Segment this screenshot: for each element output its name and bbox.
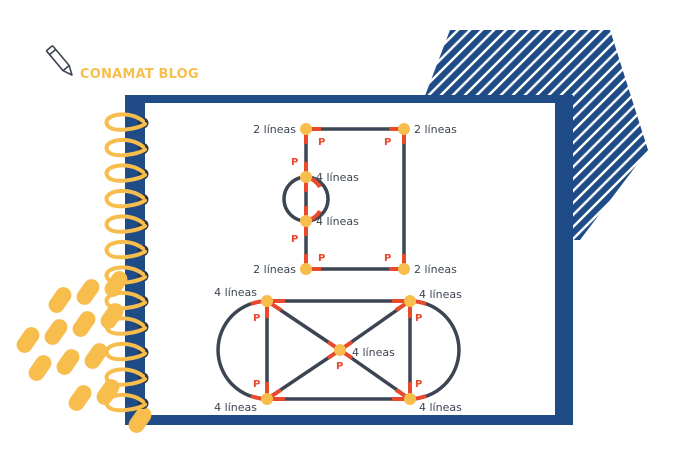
bottom-diagram-nodes xyxy=(261,295,416,405)
spiral-ring xyxy=(104,392,147,413)
p-marker: P xyxy=(415,379,422,390)
bottom-diagram-p-markers: P P P P P xyxy=(253,313,422,390)
vertex xyxy=(261,393,273,405)
top-diagram-nodes xyxy=(300,123,410,275)
stripe xyxy=(676,20,680,250)
vertex xyxy=(334,344,346,356)
vertex xyxy=(404,295,416,307)
vertex-label: 4 líneas xyxy=(214,286,257,299)
spiral-ring xyxy=(104,341,147,362)
spiral-ring xyxy=(104,137,147,158)
vertex-label: 4 líneas xyxy=(316,215,359,228)
stripe xyxy=(664,20,680,250)
p-marker: P xyxy=(384,253,391,264)
spiral-ring xyxy=(104,265,147,285)
vertex-label: 4 líneas xyxy=(214,401,257,414)
pencil-icon xyxy=(45,45,73,76)
spiral-binding xyxy=(104,112,149,413)
spiral-ring xyxy=(104,112,147,132)
vertex xyxy=(300,171,312,183)
vertex-label: 2 líneas xyxy=(253,123,296,136)
vertex-label: 2 líneas xyxy=(414,123,457,136)
vertex-label: 4 líneas xyxy=(352,346,395,359)
p-marker: P xyxy=(318,137,325,148)
vertex-label: 4 líneas xyxy=(419,401,462,414)
vertex-label: 4 líneas xyxy=(316,171,359,184)
yellow-dash xyxy=(100,303,124,329)
yellow-dash xyxy=(56,349,80,375)
p-marker: P xyxy=(253,379,260,390)
stripe xyxy=(412,30,489,240)
stripe xyxy=(553,30,648,240)
vertex-label: 2 líneas xyxy=(414,263,457,276)
p-marker: P xyxy=(318,253,325,264)
p-marker: P xyxy=(384,137,391,148)
p-marker: P xyxy=(415,313,422,324)
top-diagram: 2 líneas 2 líneas 4 líneas 4 líneas 2 lí… xyxy=(253,123,457,276)
top-diagram-edges xyxy=(282,127,406,271)
stripe xyxy=(412,30,525,240)
stripe xyxy=(412,30,501,240)
notebook-page xyxy=(145,103,555,415)
yellow-dash xyxy=(44,319,68,345)
stripe xyxy=(541,30,648,240)
spiral-ring xyxy=(104,163,147,183)
stripe xyxy=(637,30,648,240)
vertex xyxy=(300,123,312,135)
vertex xyxy=(398,263,410,275)
bottom-diagram: 4 líneas 4 líneas 4 líneas 4 líneas 4 lí… xyxy=(214,286,462,414)
vertex xyxy=(261,295,273,307)
yellow-dash xyxy=(72,311,96,337)
yellow-dash xyxy=(28,355,52,381)
spiral-ring xyxy=(104,290,147,311)
yellow-dash xyxy=(84,343,108,369)
spiral-ring xyxy=(104,214,147,234)
yellow-dash xyxy=(76,279,100,305)
side-arc-edge xyxy=(216,299,268,401)
vertex xyxy=(404,393,416,405)
top-diagram-labels: 2 líneas 2 líneas 4 líneas 4 líneas 2 lí… xyxy=(253,123,457,276)
side-arc-edge xyxy=(409,299,461,401)
p-marker: P xyxy=(291,157,298,168)
loop-edge xyxy=(282,175,307,223)
top-diagram-p-markers: P P P P P P xyxy=(291,137,391,264)
vertex-label: 2 líneas xyxy=(253,263,296,276)
spiral-ring xyxy=(104,239,147,260)
yellow-dash xyxy=(128,407,152,433)
yellow-dash xyxy=(68,385,92,411)
yellow-dash xyxy=(48,287,72,313)
stripe xyxy=(412,30,513,240)
stripe xyxy=(652,20,680,250)
vertex xyxy=(300,263,312,275)
bottom-diagram-labels: 4 líneas 4 líneas 4 líneas 4 líneas 4 lí… xyxy=(214,286,462,414)
vertex-label: 4 líneas xyxy=(419,288,462,301)
vertex xyxy=(398,123,410,135)
spiral-ring xyxy=(104,316,147,336)
blog-title: CONAMAT BLOG xyxy=(80,67,199,82)
yellow-dash xyxy=(16,327,40,353)
p-marker: P xyxy=(336,361,343,372)
spiral-ring xyxy=(104,367,147,387)
p-marker: P xyxy=(253,313,260,324)
spiral-ring xyxy=(104,188,147,209)
vertex xyxy=(300,215,312,227)
p-marker: P xyxy=(291,234,298,245)
